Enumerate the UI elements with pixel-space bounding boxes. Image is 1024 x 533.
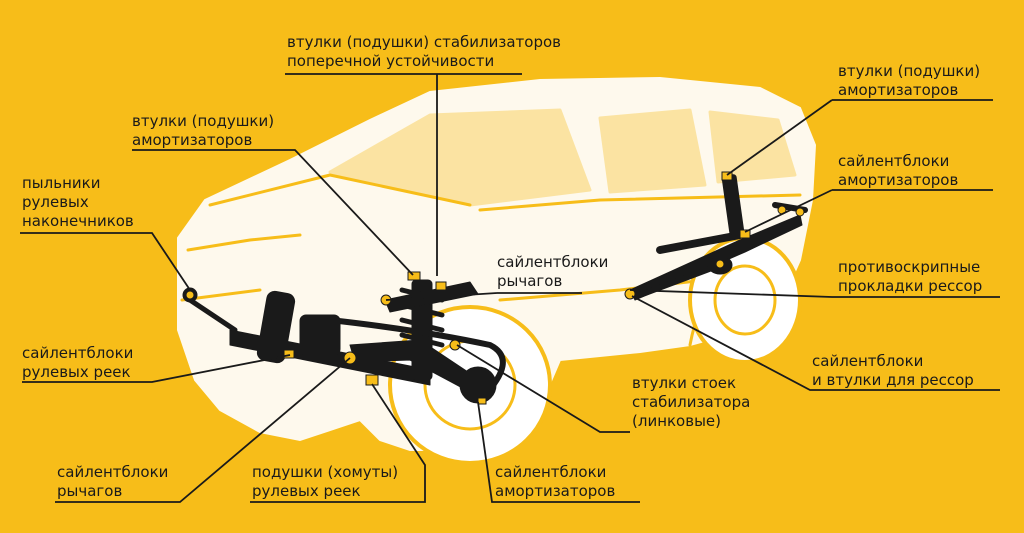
label-line: сайлентблоки bbox=[22, 344, 134, 362]
label-shock-silentblocks-bottom: сайлентблоки амортизаторов bbox=[495, 463, 615, 501]
leader-anti-squeak-pads bbox=[629, 289, 1000, 298]
label-line: рулевых реек bbox=[22, 363, 131, 381]
leader-arm-silentblocks-bottom bbox=[55, 357, 351, 503]
label-line: сайлентблоки bbox=[838, 152, 950, 170]
suspension-parts bbox=[182, 174, 808, 404]
leader-arm-silentblocks-center bbox=[385, 292, 582, 301]
label-line: поперечной устойчивости bbox=[287, 52, 495, 70]
label-shock-bushings-left: втулки (подушки) амортизаторов bbox=[132, 112, 274, 150]
label-line: сайлентблоки bbox=[57, 463, 169, 481]
label-line: пыльники bbox=[22, 174, 101, 192]
leader-spring-silentblocks bbox=[631, 295, 1000, 391]
label-shock-silentblocks-right: сайлентблоки амортизаторов bbox=[838, 152, 958, 190]
label-shock-bushings-right: втулки (подушки) амортизаторов bbox=[838, 62, 980, 100]
label-line: прокладки рессор bbox=[838, 277, 983, 295]
leader-stabilizer-link-bushings bbox=[456, 344, 630, 433]
label-rack-silentblocks: сайлентблоки рулевых реек bbox=[22, 344, 133, 382]
label-line: рычагов bbox=[497, 272, 563, 290]
label-arm-silentblocks-center: сайлентблоки рычагов bbox=[497, 253, 608, 291]
label-line: амортизаторов bbox=[838, 171, 959, 189]
leader-lines bbox=[20, 73, 1000, 503]
label-line: втулки (подушки) bbox=[132, 112, 275, 130]
leader-stabilizer-bushings bbox=[285, 73, 522, 276]
label-line: стабилизатора bbox=[632, 393, 751, 411]
label-line: рулевых реек bbox=[252, 482, 361, 500]
label-spring-silentblocks: сайлентблоки и втулки для рессор bbox=[812, 352, 974, 390]
leader-rack-silentblocks bbox=[22, 354, 291, 383]
label-anti-squeak-pads: противоскрипные прокладки рессор bbox=[838, 258, 982, 296]
label-line: амортизаторов bbox=[132, 131, 253, 149]
label-line: втулки (подушки) стабилизаторов bbox=[287, 33, 561, 51]
label-line: сайлентблоки bbox=[495, 463, 607, 481]
leader-shock-bushings-right bbox=[726, 99, 993, 176]
label-line: амортизаторов bbox=[495, 482, 616, 500]
label-line: втулки стоек bbox=[632, 374, 737, 392]
label-line: рычагов bbox=[57, 482, 123, 500]
leader-shock-silentblocks-right bbox=[744, 189, 993, 233]
leader-shock-bushings-left bbox=[132, 149, 414, 276]
leader-shock-silentblocks-bottom bbox=[477, 401, 640, 503]
label-line: сайлентблоки bbox=[812, 352, 924, 370]
label-line: амортизаторов bbox=[838, 81, 959, 99]
label-line: и втулки для рессор bbox=[812, 371, 974, 389]
label-tie-rod-boots: пыльники рулевых наконечников bbox=[22, 174, 134, 231]
label-line: втулки (подушки) bbox=[838, 62, 981, 80]
label-line: (линковые) bbox=[632, 412, 721, 430]
label-rack-pads: подушки (хомуты) рулевых реек bbox=[252, 463, 398, 501]
label-stabilizer-link-bushings: втулки стоек стабилизатора (линковые) bbox=[632, 374, 750, 431]
label-line: рулевых bbox=[22, 193, 89, 211]
label-line: подушки (хомуты) bbox=[252, 463, 399, 481]
leader-tie-rod-boots bbox=[20, 232, 191, 291]
label-line: сайлентблоки bbox=[497, 253, 609, 271]
leader-rack-pads bbox=[250, 383, 426, 503]
label-arm-silentblocks-bottom: сайлентблоки рычагов bbox=[57, 463, 168, 501]
label-line: противоскрипные bbox=[838, 258, 981, 276]
label-stabilizer-bushings: втулки (подушки) стабилизаторов поперечн… bbox=[287, 33, 561, 71]
bushings bbox=[185, 171, 805, 405]
label-line: наконечников bbox=[22, 212, 134, 230]
